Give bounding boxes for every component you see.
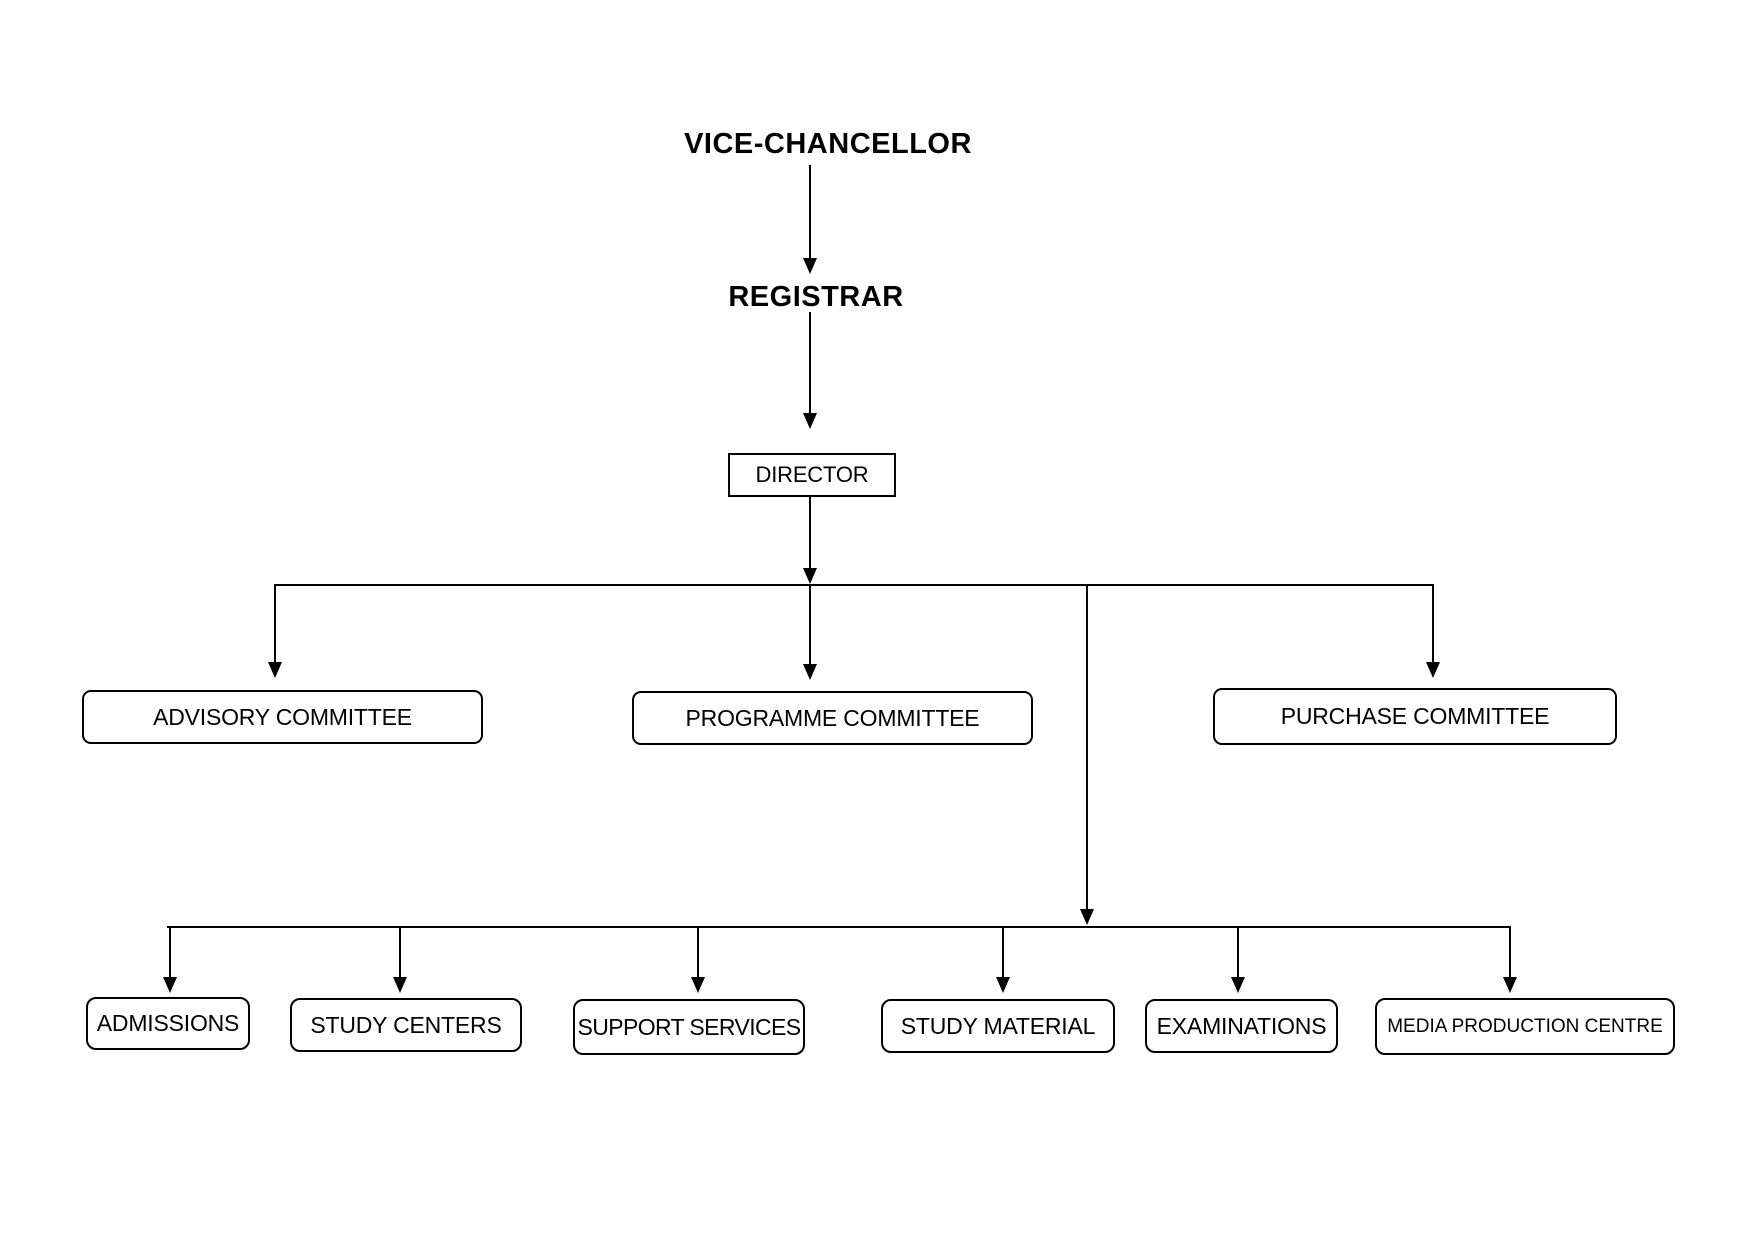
node-study-centers: STUDY CENTERS	[290, 998, 522, 1052]
node-admissions: ADMISSIONS	[86, 997, 250, 1050]
edge-vice-chancellor-registrar	[803, 165, 817, 274]
node-media-production-centre: MEDIA PRODUCTION CENTRE	[1375, 998, 1675, 1055]
edge-director-to-committee-bus	[803, 496, 817, 584]
node-purchase-committee: PURCHASE COMMITTEE	[1213, 688, 1617, 745]
trunk-to-units-bus	[1080, 584, 1094, 925]
node-study-material: STUDY MATERIAL	[881, 999, 1115, 1053]
node-support-services: SUPPORT SERVICES	[573, 999, 805, 1055]
edge-registrar-director	[803, 312, 817, 429]
node-advisory-committee: ADVISORY COMMITTEE	[82, 690, 483, 744]
committee-bus-line	[268, 584, 1440, 680]
node-vice-chancellor: VICE-CHANCELLOR	[684, 128, 972, 160]
node-programme-committee: PROGRAMME COMMITTEE	[632, 691, 1033, 745]
units-bus-line	[163, 926, 1517, 993]
node-registrar: REGISTRAR	[728, 281, 904, 313]
node-examinations: EXAMINATIONS	[1145, 999, 1338, 1053]
node-director: DIRECTOR	[728, 453, 896, 497]
